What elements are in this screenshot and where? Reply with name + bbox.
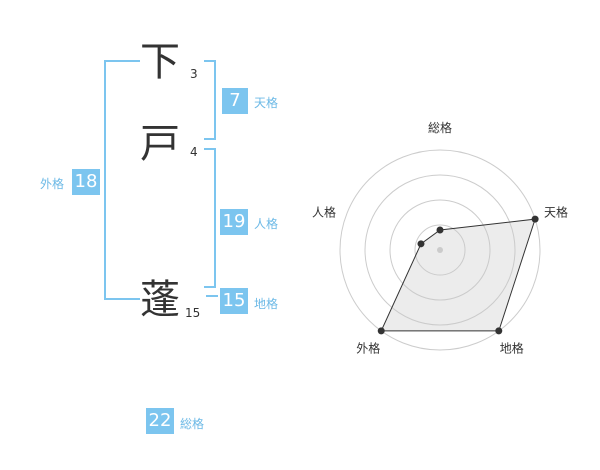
name-char-1-strokes: 3: [190, 67, 198, 81]
name-char-3: 蓬: [140, 277, 180, 323]
radar-area: [380, 218, 536, 332]
chikaku-value: 15: [220, 288, 248, 314]
gaikaku-label: 外格: [40, 177, 65, 191]
radar-point-3: [495, 327, 503, 335]
radar-rings: [339, 149, 541, 351]
radar-point-5: [417, 240, 425, 248]
name-char-3-strokes: 15: [185, 306, 201, 320]
tenkaku-bracket: [204, 60, 216, 140]
soukaku-label: 総格: [180, 417, 205, 431]
radar-axis-label-2: 天格: [544, 204, 568, 219]
radar-point-2: [531, 215, 539, 223]
radar-axis-label-4: 外格: [356, 341, 380, 356]
radar-points: [377, 215, 539, 335]
chikaku-label: 地格: [254, 297, 279, 311]
radar-point-4: [377, 327, 385, 335]
chikaku-connector: [206, 295, 218, 297]
gaikaku-bracket: [104, 60, 140, 300]
radar-ring: [339, 149, 541, 351]
soukaku-value: 22: [146, 408, 174, 434]
radar-ring: [364, 174, 516, 326]
radar-ring: [389, 199, 491, 301]
radar-center: [437, 247, 443, 253]
name-char-2-strokes: 4: [190, 145, 198, 159]
jinkaku-label: 人格: [254, 217, 279, 231]
chikaku-bracket: [204, 148, 216, 288]
radar-point-1: [436, 226, 444, 234]
radar-axis-label-1: 総格: [428, 120, 452, 135]
jinkaku-value: 19: [220, 209, 248, 235]
tenkaku-label: 天格: [254, 96, 279, 110]
radar-ring: [414, 224, 466, 276]
name-char-1: 下: [140, 39, 180, 85]
gaikaku-value: 18: [72, 169, 100, 195]
radar-axis-label-5: 人格: [312, 204, 336, 219]
name-char-2: 戸: [140, 121, 180, 167]
tenkaku-value: 7: [222, 88, 248, 114]
radar-axis-label-3: 地格: [500, 341, 524, 356]
